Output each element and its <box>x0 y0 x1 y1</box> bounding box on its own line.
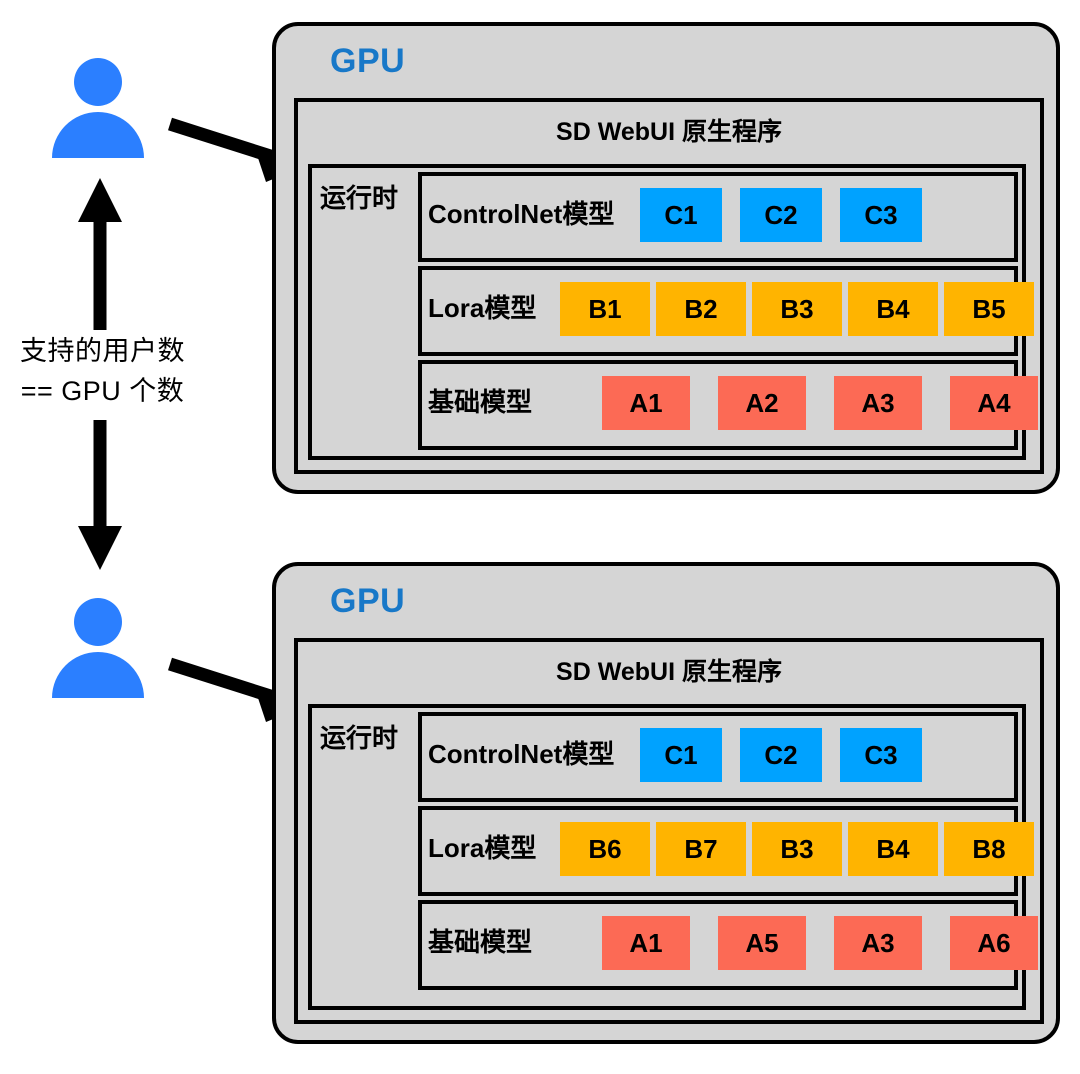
scaling-note: 支持的用户数 == GPU 个数 <box>0 331 205 411</box>
model-chip[interactable]: C2 <box>740 728 822 782</box>
model-chip[interactable]: C3 <box>840 728 922 782</box>
model-chip[interactable]: C2 <box>740 188 822 242</box>
model-chip[interactable]: A2 <box>718 376 806 430</box>
model-chip[interactable]: B3 <box>752 282 842 336</box>
model-chip[interactable]: C1 <box>640 728 722 782</box>
model-chip[interactable]: A1 <box>602 376 690 430</box>
scaling-note-line-1: 支持的用户数 <box>20 336 185 366</box>
gpu-panel-2: GPU SD WebUI 原生程序 运行时 ControlNet模型 C1 C2… <box>272 562 1060 1044</box>
arrow-users-scaling-down <box>78 420 122 570</box>
lora-model-row-1: Lora模型 B1 B2 B3 B4 B5 <box>418 266 1034 356</box>
sd-webui-label: SD WebUI 原生程序 <box>556 658 782 686</box>
model-chip[interactable]: B5 <box>944 282 1034 336</box>
controlnet-model-row-1: ControlNet模型 C1 C2 C3 <box>418 172 1018 262</box>
model-chip[interactable]: C1 <box>640 188 722 242</box>
model-chip[interactable]: B3 <box>752 822 842 876</box>
model-chip[interactable]: A3 <box>834 916 922 970</box>
controlnet-chip-list-2: C1 C2 C3 <box>640 728 922 782</box>
runtime-container-2: 运行时 ControlNet模型 C1 C2 C3 Lora模型 B6 B7 B… <box>308 704 1038 1010</box>
sd-webui-container-1: SD WebUI 原生程序 运行时 ControlNet模型 C1 C2 C3 … <box>294 98 1044 474</box>
model-chip[interactable]: B1 <box>560 282 650 336</box>
model-chip[interactable]: A1 <box>602 916 690 970</box>
gpu-label: GPU <box>330 42 406 80</box>
sd-webui-container-2: SD WebUI 原生程序 运行时 ControlNet模型 C1 C2 C3 … <box>294 638 1044 1024</box>
base-row-label: 基础模型 <box>428 387 533 417</box>
runtime-label: 运行时 <box>320 723 399 753</box>
runtime-container-1: 运行时 ControlNet模型 C1 C2 C3 Lora模型 B1 B2 B… <box>308 164 1038 460</box>
lora-row-label: Lora模型 <box>428 293 537 323</box>
runtime-label: 运行时 <box>320 183 399 213</box>
model-chip[interactable]: A3 <box>834 376 922 430</box>
controlnet-row-label: ControlNet模型 <box>428 739 615 769</box>
model-chip[interactable]: C3 <box>840 188 922 242</box>
lora-chip-list-1: B1 B2 B3 B4 B5 <box>560 282 1034 336</box>
model-chip[interactable]: B6 <box>560 822 650 876</box>
lora-chip-list-2: B6 B7 B3 B4 B8 <box>560 822 1034 876</box>
model-chip[interactable]: B7 <box>656 822 746 876</box>
gpu-panel-1: GPU SD WebUI 原生程序 运行时 ControlNet模型 C1 C2… <box>272 22 1060 494</box>
arrow-users-scaling-up <box>78 178 122 330</box>
base-model-row-1: 基础模型 A1 A2 A3 A4 <box>418 360 1038 450</box>
base-model-row-2: 基础模型 A1 A5 A3 A6 <box>418 900 1038 990</box>
controlnet-model-row-2: ControlNet模型 C1 C2 C3 <box>418 712 1018 802</box>
user-body-shape <box>52 112 144 158</box>
model-chip[interactable]: B2 <box>656 282 746 336</box>
lora-model-row-2: Lora模型 B6 B7 B3 B4 B8 <box>418 806 1034 896</box>
model-chip[interactable]: A6 <box>950 916 1038 970</box>
user-avatar-icon-top <box>46 56 150 160</box>
base-chip-list-2: A1 A5 A3 A6 <box>602 916 1038 970</box>
base-row-label: 基础模型 <box>428 927 533 957</box>
controlnet-chip-list-1: C1 C2 C3 <box>640 188 922 242</box>
user-avatar-icon-bottom <box>46 596 150 700</box>
base-chip-list-1: A1 A2 A3 A4 <box>602 376 1038 430</box>
user-body-shape <box>52 652 144 698</box>
lora-row-label: Lora模型 <box>428 833 537 863</box>
controlnet-row-label: ControlNet模型 <box>428 199 615 229</box>
user-head-shape <box>74 598 122 646</box>
gpu-label: GPU <box>330 582 406 620</box>
model-chip[interactable]: B4 <box>848 282 938 336</box>
user-head-shape <box>74 58 122 106</box>
model-chip[interactable]: B4 <box>848 822 938 876</box>
model-chip[interactable]: B8 <box>944 822 1034 876</box>
sd-webui-label: SD WebUI 原生程序 <box>556 118 782 146</box>
scaling-note-line-2: == GPU 个数 <box>20 376 185 406</box>
model-chip[interactable]: A5 <box>718 916 806 970</box>
model-chip[interactable]: A4 <box>950 376 1038 430</box>
